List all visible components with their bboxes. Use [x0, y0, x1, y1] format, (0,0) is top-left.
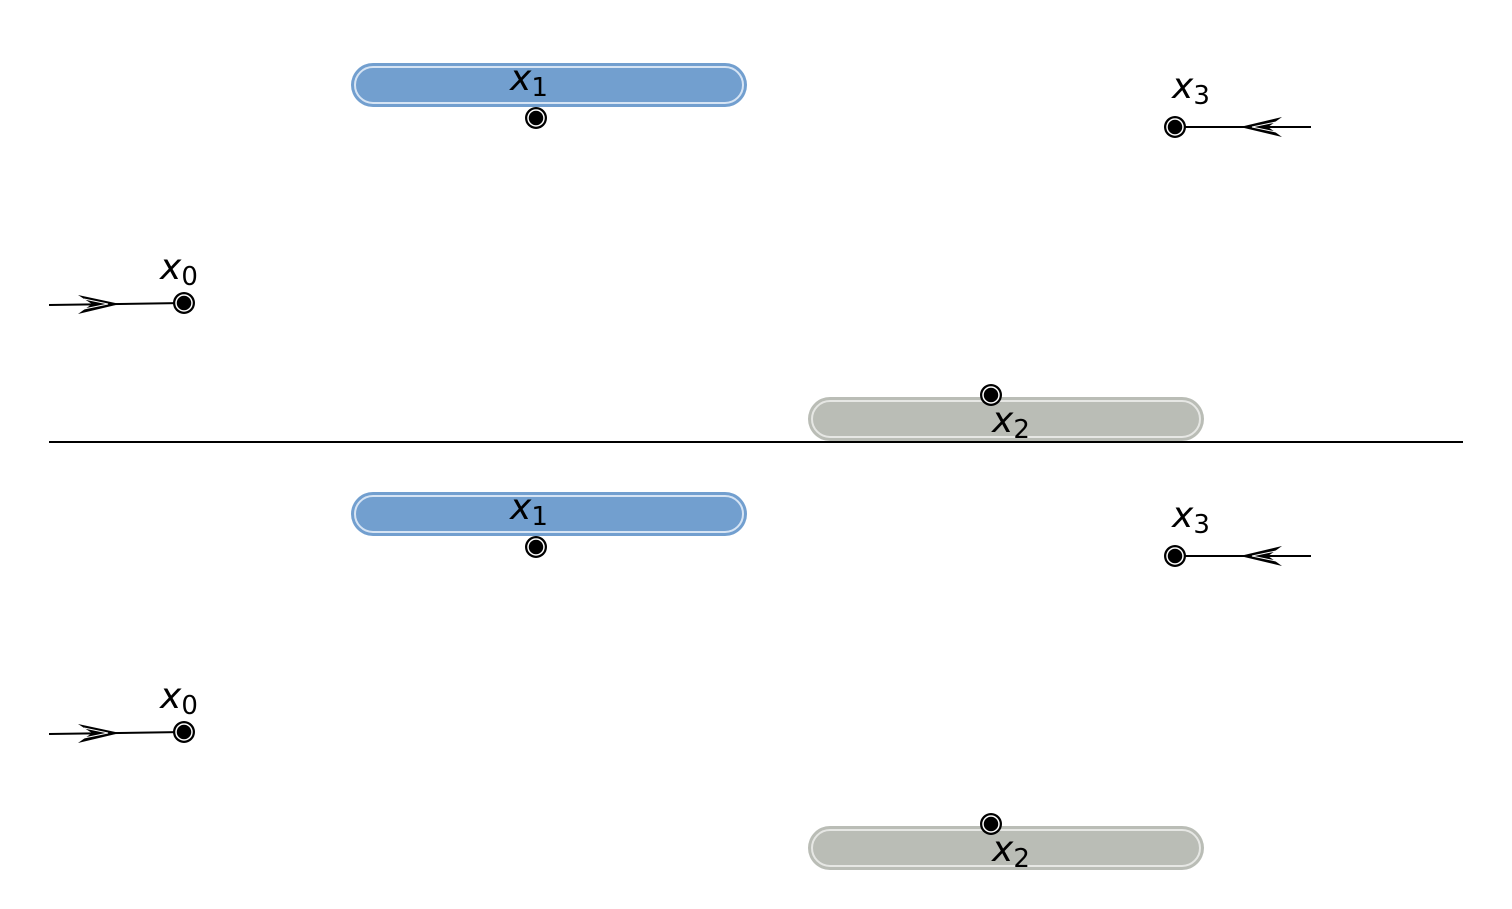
label-x1-sub: 1 [531, 502, 548, 532]
x0-arrow [48, 724, 185, 743]
node-x2 [980, 813, 1002, 835]
panel-top: x0 x1 x2 x3 [48, 58, 1311, 445]
node-x0 [173, 292, 195, 314]
x3-arrow [1175, 546, 1311, 566]
panel-bottom: x0 x1 x2 x3 [48, 487, 1311, 874]
x2-region-pill [808, 397, 1204, 441]
x1-region-pill [351, 63, 747, 107]
node-x0 [173, 721, 195, 743]
label-x1-sub: 1 [531, 73, 548, 103]
x2-region-pill [808, 826, 1204, 870]
label-x2-sub: 2 [1013, 415, 1030, 445]
label-x2-base: x [991, 400, 1014, 441]
label-x2: x2 [991, 829, 1030, 874]
label-x3-base: x [1171, 495, 1194, 536]
label-x3-sub: 3 [1193, 510, 1210, 540]
node-x1 [525, 107, 547, 129]
node-x2 [980, 384, 1002, 406]
label-x3-sub: 3 [1193, 81, 1210, 111]
label-x2-sub: 2 [1013, 844, 1030, 874]
label-x0: x0 [159, 247, 198, 292]
x1-region-pill [351, 492, 747, 536]
label-x3-base: x [1171, 66, 1194, 107]
label-x1-base: x [509, 58, 532, 99]
x0-arrow [48, 295, 185, 314]
label-x3: x3 [1171, 66, 1210, 111]
label-x2: x2 [991, 400, 1030, 445]
label-x1: x1 [509, 58, 548, 103]
node-x3 [1164, 116, 1186, 138]
label-x2-base: x [991, 829, 1014, 870]
x3-arrow [1175, 117, 1311, 137]
label-x0: x0 [159, 676, 198, 721]
label-x0-sub: 0 [181, 262, 198, 292]
node-x3 [1164, 545, 1186, 567]
label-x0-sub: 0 [181, 691, 198, 721]
label-x1-base: x [509, 487, 532, 528]
label-x1: x1 [509, 487, 548, 532]
node-x1 [525, 536, 547, 558]
label-x0-base: x [159, 247, 182, 288]
label-x0-base: x [159, 676, 182, 717]
label-x3: x3 [1171, 495, 1210, 540]
